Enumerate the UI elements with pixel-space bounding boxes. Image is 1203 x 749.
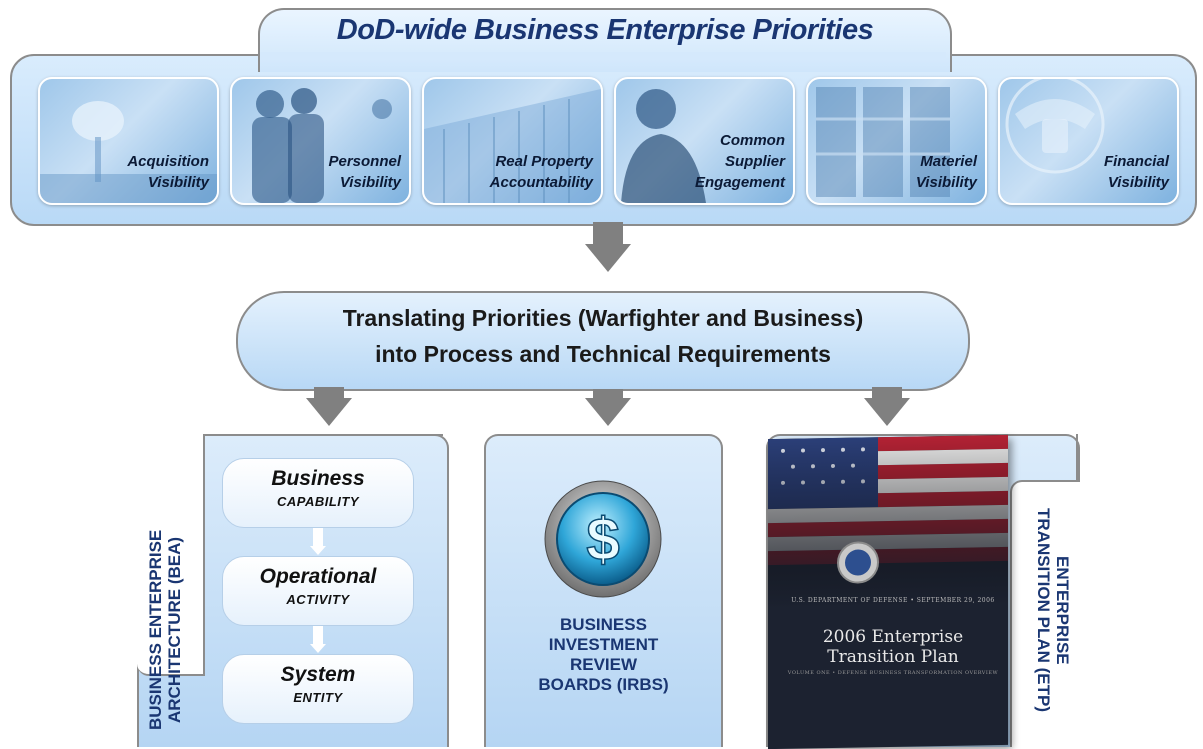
warehouse-photo-icon xyxy=(816,87,950,197)
priority-label: Common Supplier Engagement xyxy=(694,132,785,191)
bea-side-label: BUSINESS ENTERPRISE ARCHITECTURE (BEA) xyxy=(146,529,184,730)
translation-pill xyxy=(236,291,970,391)
priority-card-financial: Financial Visibility xyxy=(998,77,1179,205)
priorities-title-tab xyxy=(258,8,952,72)
building-photo-icon xyxy=(424,89,601,203)
arrow-down-small xyxy=(313,528,323,548)
bea-step-system: System ENTITY xyxy=(222,654,414,724)
svg-text:$: $ xyxy=(586,506,619,573)
priority-card-supplier: Common Supplier Engagement xyxy=(614,77,795,205)
priority-card-real-property: Real Property Accountability xyxy=(422,77,603,205)
satellite-dish-photo-icon xyxy=(40,101,217,203)
etp-side-label: ENTERPRISE TRANSITION PLAN (ETP) xyxy=(1034,508,1072,712)
dollar-coin-icon: $ xyxy=(544,480,662,598)
bea-step-subtitle: ENTITY xyxy=(293,690,343,705)
priority-card-materiel: Materiel Visibility xyxy=(806,77,987,205)
arrow-down-bea xyxy=(314,387,344,399)
translation-line-1: Translating Priorities (Warfighter and B… xyxy=(342,305,864,331)
arrow-down-irb xyxy=(593,389,623,399)
bea-step-title: Business xyxy=(271,467,365,490)
book-footer: VOLUME ONE • DEFENSE BUSINESS TRANSFORMA… xyxy=(787,670,999,676)
priority-label: Real Property Accountability xyxy=(489,153,593,191)
bea-step-business: Business CAPABILITY xyxy=(222,458,414,528)
book-title: 2006 Enterprise Transition Plan xyxy=(822,627,964,667)
soldiers-photo-icon xyxy=(252,88,392,203)
irb-label: BUSINESS INVESTMENT REVIEW BOARDS (IRBS) xyxy=(538,615,669,694)
arrow-down-head xyxy=(585,244,631,272)
priorities-title: DoD-wide Business Enterprise Priorities xyxy=(336,14,874,46)
priority-label: Personnel Visibility xyxy=(328,153,401,191)
bea-step-subtitle: ACTIVITY xyxy=(286,592,350,607)
priority-label: Acquisition Visibility xyxy=(127,153,209,191)
bea-step-title: System xyxy=(280,663,356,686)
priority-card-personnel: Personnel Visibility xyxy=(230,77,411,205)
businessman-photo-icon xyxy=(621,89,706,203)
arrow-down-etp xyxy=(872,387,902,399)
bea-step-title: Operational xyxy=(259,565,377,588)
transition-plan-book-cover xyxy=(768,434,1008,749)
arrow-down-small xyxy=(313,626,323,646)
book-header: U.S. DEPARTMENT OF DEFENSE • SEPTEMBER 2… xyxy=(791,597,995,604)
priority-card-acquisition: Acquisition Visibility xyxy=(38,77,219,205)
priority-label: Financial Visibility xyxy=(1103,153,1169,191)
great-seal-photo-icon xyxy=(1005,79,1105,174)
bea-step-operational: Operational ACTIVITY xyxy=(222,556,414,626)
priority-label: Materiel Visibility xyxy=(915,153,977,191)
bea-step-subtitle: CAPABILITY xyxy=(276,494,360,509)
american-flag-icon xyxy=(768,434,1008,610)
translation-line-2: into Process and Technical Requirements xyxy=(375,341,831,367)
arrow-down xyxy=(593,222,623,246)
translation-text: Translating Priorities (Warfighter and B… xyxy=(236,300,970,372)
